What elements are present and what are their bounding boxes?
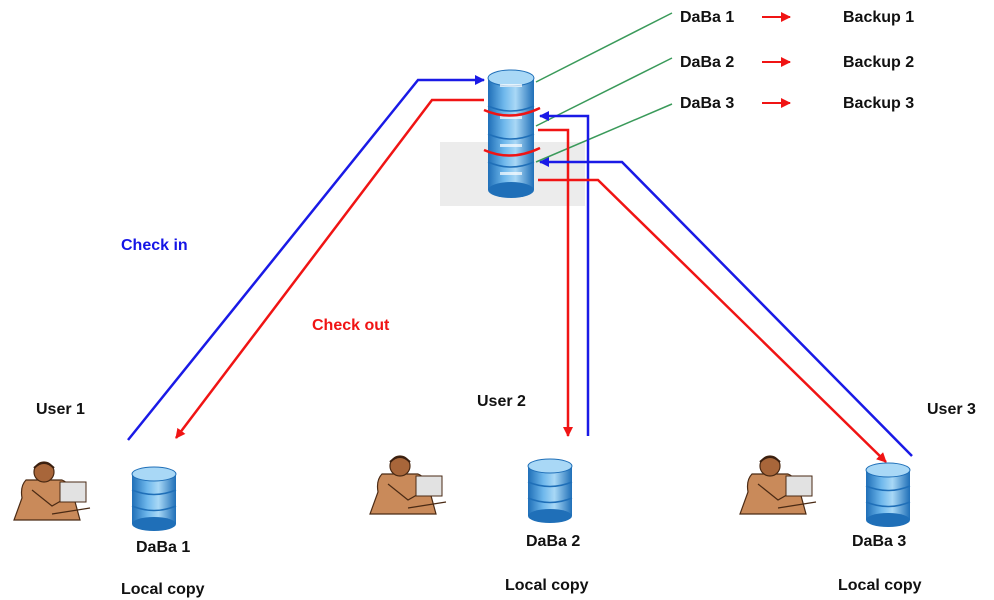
check-in-arrow-user-1: [127, 75, 485, 441]
legend-backup-label: Backup 1: [843, 9, 914, 26]
check-out-arrow-user-1: [175, 98, 484, 439]
office-worker-icon: [13, 461, 91, 521]
user-2-label: User 2: [477, 393, 526, 410]
local-db-label-3: DaBa 3: [852, 533, 906, 550]
local-db-label-2: DaBa 2: [526, 533, 580, 550]
local-copy-caption-1: Local copy: [121, 581, 205, 598]
database-icon: [131, 466, 177, 531]
check-in-label: Check in: [121, 237, 188, 254]
legend-database-label: DaBa 1: [680, 9, 734, 26]
legend-row-2: DaBa 2 Backup 2: [680, 54, 914, 71]
backup-link-2: [535, 57, 673, 127]
check-out-arrow-user-3: [538, 178, 887, 463]
check-in-arrow-user-2: [539, 111, 590, 436]
local-copy-caption-2: Local copy: [505, 577, 589, 594]
legend-backup-label: Backup 3: [843, 95, 914, 112]
user-3-label: User 3: [927, 401, 976, 418]
legend-row-1: DaBa 1 Backup 1: [680, 9, 914, 26]
database-server-icon: [483, 69, 541, 198]
legend-database-label: DaBa 2: [680, 54, 734, 71]
user-1-label: User 1: [36, 401, 85, 418]
office-worker-icon: [739, 455, 817, 515]
local-copy-caption-3: Local copy: [838, 577, 922, 594]
backup-link-1: [535, 12, 673, 83]
check-out-arrow-user-2: [538, 128, 573, 437]
office-worker-icon: [369, 455, 447, 515]
check-out-label: Check out: [312, 317, 390, 334]
local-db-label-1: DaBa 1: [136, 539, 190, 556]
database-icon: [527, 458, 573, 523]
backup-link-3: [535, 103, 673, 163]
legend-database-label: DaBa 3: [680, 95, 734, 112]
legend-row-3: DaBa 3 Backup 3: [680, 95, 914, 112]
legend-backup-label: Backup 2: [843, 54, 914, 71]
database-icon: [865, 462, 911, 527]
check-in-arrow-user-3: [539, 157, 913, 457]
